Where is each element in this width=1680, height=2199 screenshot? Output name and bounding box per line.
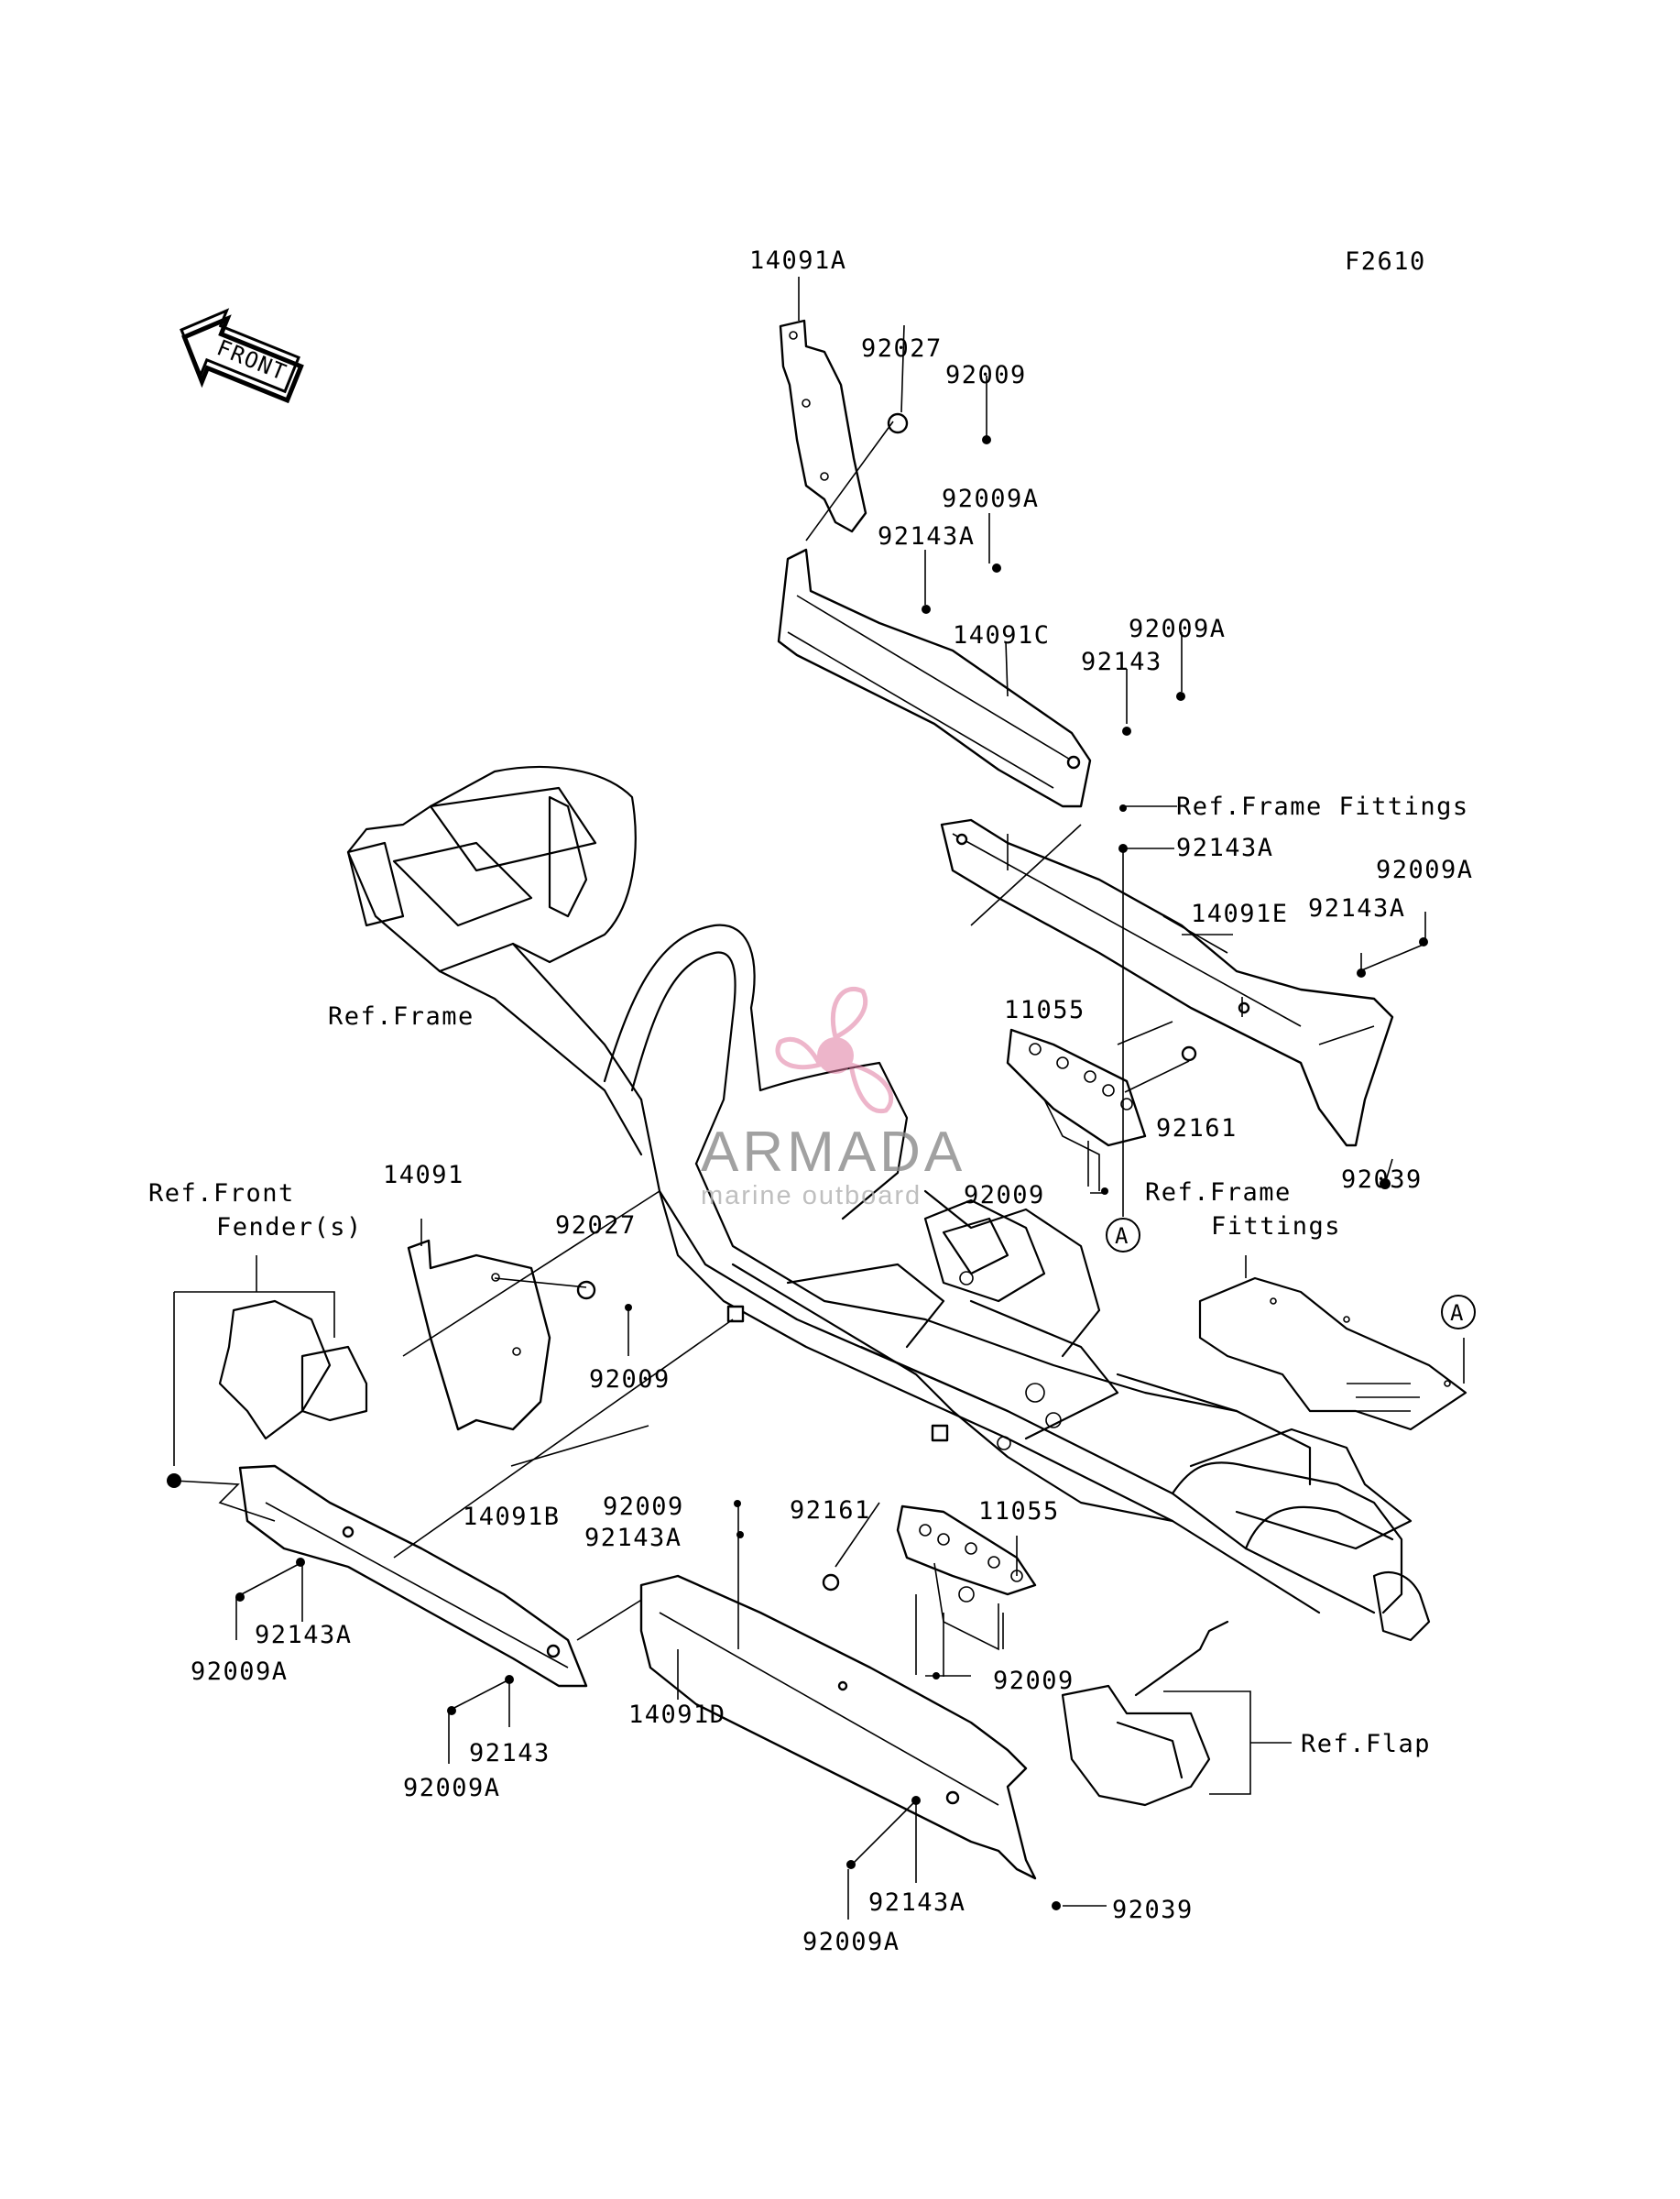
label-92009-center: 92009 (964, 1181, 1045, 1209)
label-92009A-3: 92009A (1376, 856, 1474, 884)
label-ref-front-fender-b: Fender(s) (216, 1213, 363, 1242)
part-14091B (238, 1464, 651, 1688)
label-92143-low: 92143 (469, 1739, 551, 1767)
label-92143A-2: 92143A (1176, 834, 1274, 862)
watermark-brand: ARMADA (701, 1121, 965, 1184)
label-11055-low: 11055 (978, 1497, 1060, 1526)
label-14091: 14091 (383, 1161, 464, 1189)
label-14091C: 14091C (953, 621, 1051, 650)
label-92143A-bottom: 92143A (868, 1888, 966, 1917)
propeller-icon (775, 987, 894, 1114)
label-14091E: 14091E (1191, 900, 1289, 928)
label-92143A-3: 92143A (1308, 894, 1406, 923)
leader-lines (173, 324, 1465, 1920)
label-14091D: 14091D (628, 1701, 726, 1729)
front-arrow-icon: FRONT (180, 308, 304, 404)
label-92027-mid: 92027 (555, 1211, 637, 1240)
label-14091A: 14091A (749, 246, 847, 275)
label-14091B: 14091B (463, 1503, 561, 1531)
ref-front-fender (173, 1255, 368, 1466)
label-92143-top: 92143 (1081, 648, 1162, 676)
callout-a-top: A (1106, 1218, 1140, 1253)
label-92009A-low: 92009A (403, 1774, 501, 1802)
label-92009A-1: 92009A (942, 485, 1040, 513)
svg-text:A: A (1115, 1223, 1129, 1249)
label-92143A-low: 92143A (584, 1524, 682, 1552)
watermark-tagline: marine outboard (701, 1181, 922, 1210)
label-92009-top: 92009 (945, 361, 1027, 389)
callout-a-right: A (1441, 1295, 1476, 1329)
label-ref-front-fender-a: Ref.Front (148, 1179, 295, 1208)
figure-code: F2610 (1345, 247, 1426, 276)
label-92009-mid: 92009 (589, 1365, 671, 1394)
label-92009-bottom: 92009 (993, 1667, 1075, 1695)
label-92009-low: 92009 (603, 1493, 684, 1521)
label-ref-frame-fittings-1: Ref.Frame Fittings (1176, 793, 1469, 821)
svg-text:A: A (1450, 1300, 1465, 1326)
label-92143A-left: 92143A (255, 1621, 353, 1649)
label-92161-low: 92161 (790, 1496, 871, 1525)
part-14091 (407, 1239, 551, 1431)
label-ref-flap: Ref.Flap (1301, 1730, 1431, 1758)
label-ref-frame-fittings-2b: Fittings (1211, 1212, 1341, 1241)
label-92027-top: 92027 (861, 334, 943, 363)
label-92143A-1: 92143A (878, 522, 976, 551)
part-14091D (639, 1574, 1037, 1880)
part-11055-top (1006, 1028, 1147, 1191)
label-11055-top: 11055 (1004, 996, 1085, 1024)
part-14091C (777, 548, 1092, 808)
label-ref-frame: Ref.Frame (328, 1002, 475, 1031)
label-92039-bottom: 92039 (1112, 1896, 1194, 1924)
part-14091A (779, 277, 867, 533)
label-92009A-2: 92009A (1129, 615, 1227, 643)
part-11055-low (896, 1504, 1037, 1651)
part-labels: 14091A 92027 92009 92009A 92143A 14091C … (148, 246, 1474, 1956)
part-14091E (940, 818, 1394, 1147)
label-ref-frame-fittings-2a: Ref.Frame (1145, 1178, 1292, 1207)
ref-flap (1061, 1620, 1292, 1807)
ref-frame-fittings (1198, 1255, 1467, 1431)
label-92009A-bottom: 92009A (802, 1928, 900, 1956)
ref-frame-body (346, 766, 1431, 1642)
label-92039-right: 92039 (1341, 1165, 1423, 1194)
watermark-logo: ARMADA marine outboard (701, 987, 965, 1210)
label-92009A-left: 92009A (191, 1657, 289, 1686)
label-92161-top: 92161 (1156, 1114, 1238, 1143)
